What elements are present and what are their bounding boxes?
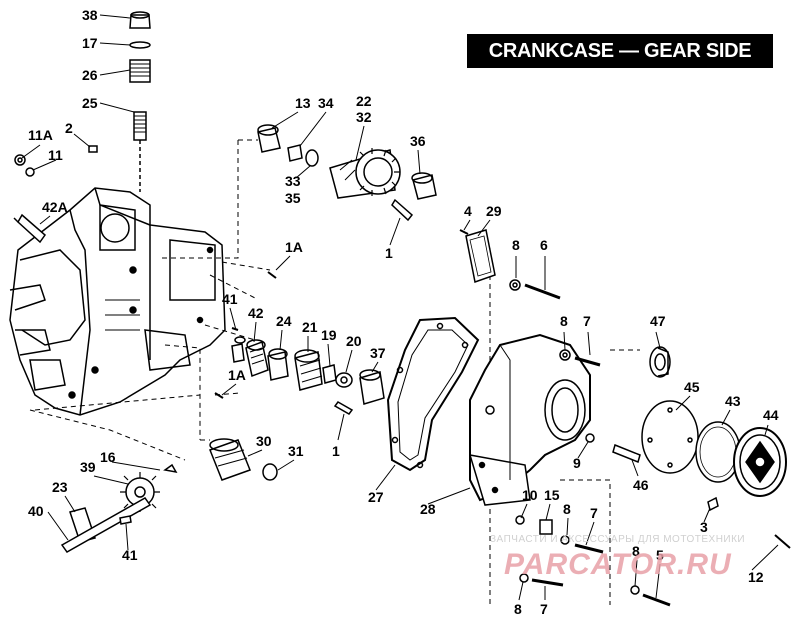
label-26: 26 bbox=[82, 67, 98, 83]
label-43: 43 bbox=[725, 393, 741, 409]
label-42A: 42A bbox=[42, 199, 68, 215]
label-35: 35 bbox=[285, 190, 301, 206]
label-44: 44 bbox=[763, 407, 779, 423]
label-21: 21 bbox=[302, 319, 318, 335]
lower-left-parts bbox=[60, 438, 278, 553]
gasket-27 bbox=[386, 229, 496, 472]
part-number-labels: 38 17 26 25 2 11A 11 42A 13 34 33 35 22 … bbox=[28, 7, 779, 617]
label-37: 37 bbox=[370, 345, 386, 361]
label-5: 5 bbox=[656, 547, 664, 563]
label-47: 47 bbox=[650, 313, 666, 329]
label-7-c: 7 bbox=[540, 601, 548, 617]
label-8-e: 8 bbox=[514, 601, 522, 617]
label-25: 25 bbox=[82, 95, 98, 111]
label-13: 13 bbox=[295, 95, 311, 111]
bearing-row-parts bbox=[214, 271, 385, 415]
label-7-a: 7 bbox=[583, 313, 591, 329]
label-28: 28 bbox=[420, 501, 436, 517]
label-30: 30 bbox=[256, 433, 272, 449]
label-41-b: 41 bbox=[122, 547, 138, 563]
label-32: 32 bbox=[356, 109, 372, 125]
label-8-a: 8 bbox=[512, 237, 520, 253]
label-8-b: 8 bbox=[560, 313, 568, 329]
label-15: 15 bbox=[544, 487, 560, 503]
label-1-upper: 1 bbox=[385, 245, 393, 261]
label-46: 46 bbox=[633, 477, 649, 493]
label-16: 16 bbox=[100, 449, 116, 465]
label-10: 10 bbox=[522, 487, 538, 503]
leader-lines bbox=[21, 14, 779, 601]
label-12: 12 bbox=[748, 569, 764, 585]
label-42: 42 bbox=[248, 305, 264, 321]
label-8-c: 8 bbox=[563, 501, 571, 517]
gear-cover-28 bbox=[468, 333, 591, 506]
label-11: 11 bbox=[48, 147, 63, 163]
label-34: 34 bbox=[318, 95, 334, 111]
label-29: 29 bbox=[486, 203, 502, 219]
label-39: 39 bbox=[80, 459, 96, 475]
label-1-lower: 1 bbox=[332, 443, 340, 459]
label-17: 17 bbox=[82, 35, 98, 51]
label-41-a: 41 bbox=[222, 291, 238, 307]
page-title: CRANKCASE — GEAR SIDE bbox=[467, 34, 773, 68]
label-6: 6 bbox=[540, 237, 548, 253]
label-40: 40 bbox=[28, 503, 44, 519]
label-19: 19 bbox=[321, 327, 337, 343]
label-20: 20 bbox=[346, 333, 362, 349]
label-8-d: 8 bbox=[632, 543, 640, 559]
valve-stack bbox=[129, 11, 151, 192]
label-1A-lower: 1A bbox=[228, 367, 246, 383]
label-36: 36 bbox=[410, 133, 426, 149]
label-23: 23 bbox=[52, 479, 68, 495]
label-4: 4 bbox=[464, 203, 472, 219]
label-45: 45 bbox=[684, 379, 700, 395]
cam-shaft-group bbox=[257, 124, 437, 222]
label-24: 24 bbox=[276, 313, 292, 329]
label-9: 9 bbox=[573, 455, 581, 471]
label-7-b: 7 bbox=[590, 505, 598, 521]
label-11A: 11A bbox=[28, 127, 53, 143]
label-38: 38 bbox=[82, 7, 98, 23]
label-31: 31 bbox=[288, 443, 304, 459]
label-2: 2 bbox=[65, 120, 73, 136]
label-27: 27 bbox=[368, 489, 384, 505]
label-22: 22 bbox=[356, 93, 372, 109]
crankcase-gear-side bbox=[9, 187, 226, 416]
label-3: 3 bbox=[700, 519, 708, 535]
cover-fasteners bbox=[509, 279, 791, 607]
label-1A-upper: 1A bbox=[285, 239, 303, 255]
